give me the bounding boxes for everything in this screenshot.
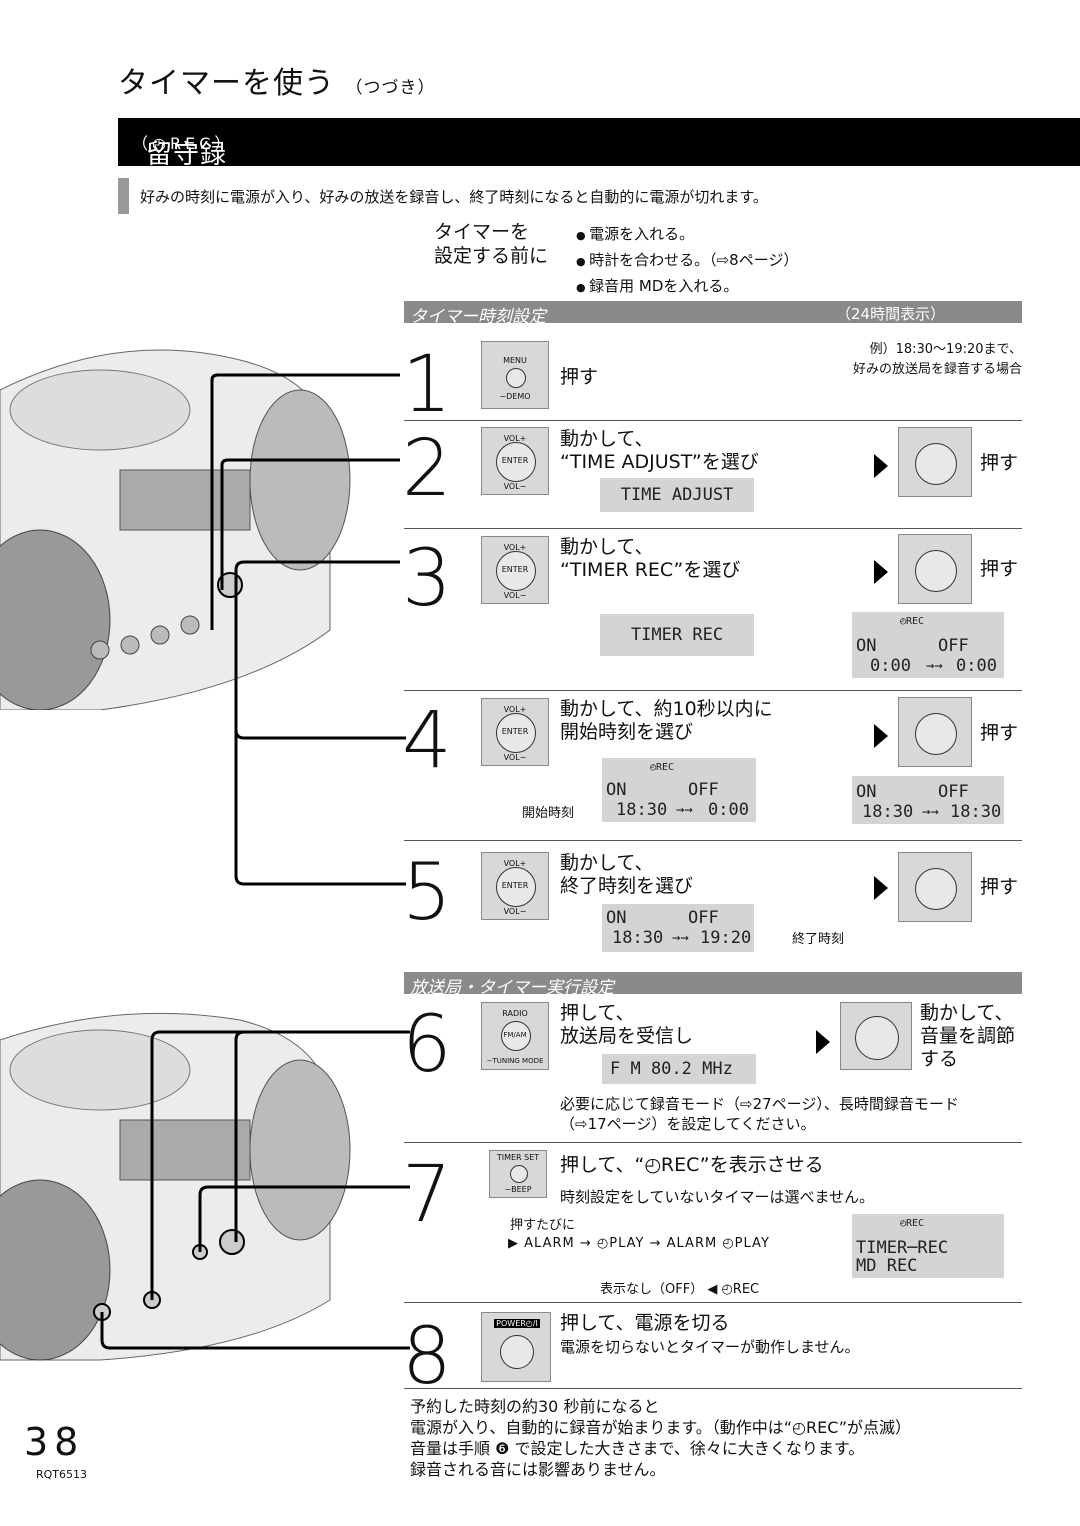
jog-dial-push[interactable]	[898, 697, 972, 767]
subsection-bar-station: 放送局・タイマー実行設定	[404, 972, 1022, 998]
next-arrow	[874, 876, 888, 900]
step-7-text: 押して、“◴REC”を表示させる	[560, 1154, 824, 1176]
lcd-time-adjust: TIME ADJUST	[600, 478, 754, 512]
page-number: 38	[24, 1420, 85, 1464]
end-time-label: 終了時刻	[792, 932, 845, 947]
power-button[interactable]: POWER◴/I	[481, 1312, 551, 1382]
jog-dial-push[interactable]	[898, 427, 972, 497]
divider	[404, 840, 1022, 841]
lcd-timer-onoff: ◴REC ON OFF 0:00 →→ 0:00	[852, 612, 1004, 678]
step-8-note: 電源を切らないとタイマーが動作しません。	[560, 1338, 860, 1356]
push-label: 押す	[980, 876, 1019, 898]
next-arrow	[874, 454, 888, 478]
step-5-number: 5	[402, 848, 452, 938]
step-3-number: 3	[402, 534, 452, 624]
step-2-text: 動かして、“TIME ADJUST”を選び	[560, 428, 759, 473]
step-2-number: 2	[402, 424, 452, 514]
step-1-number: 1	[402, 340, 452, 430]
step-1-text: 押す	[560, 366, 599, 388]
lcd-timer-rec-mode: ◴REC TIMER─REC MD REC	[852, 1214, 1004, 1278]
intro-text: 好みの時刻に電源が入り、好みの放送を録音し、終了時刻になると自動的に電源が切れま…	[140, 188, 768, 206]
lcd-fm: F M 80.2 MHz	[602, 1054, 756, 1084]
push-label: 押す	[980, 452, 1019, 474]
divider	[404, 1142, 1022, 1143]
pre-list: 電源を入れる。時計を合わせる。（⇨8ページ）録音用 MDを入れる。	[576, 222, 798, 300]
cycle-label: 押すたびに	[510, 1218, 576, 1233]
lcd-start-time: ◴REC ON OFF 18:30 →→ 0:00	[602, 758, 756, 822]
radio-button[interactable]: RADIO FM/AM −TUNING MODE	[481, 1002, 549, 1070]
step-6-number: 6	[402, 1000, 452, 1090]
lcd-end-time: ON OFF 18:30 →→ 19:20	[602, 904, 754, 952]
step-8-number: 8	[402, 1312, 452, 1402]
section-title-bar: 留守録タイマー （◴REC）	[118, 118, 1080, 244]
page-title: タイマーを使う （つづき）	[118, 66, 436, 101]
start-time-label: 開始時刻	[522, 806, 575, 821]
divider	[404, 420, 1022, 421]
connector-lines	[234, 700, 406, 886]
doc-code: RQT6513	[36, 1468, 88, 1481]
next-arrow	[816, 1030, 830, 1054]
divider	[404, 690, 1022, 691]
push-label: 押す	[980, 722, 1019, 744]
timer-set-button[interactable]: TIMER SET −BEEP	[489, 1150, 547, 1198]
boombox-illustration-bottom	[0, 1012, 410, 1361]
divider	[404, 1388, 1022, 1389]
example-note: 例）18:30～19:20まで、好みの放送局を録音する場合	[852, 342, 1022, 377]
step-6-note: 必要に応じて録音モード（⇨27ページ）、長時間録音モード（⇨17ページ）を設定し…	[560, 1095, 959, 1133]
volume-dial[interactable]	[840, 1002, 912, 1070]
pre-label: タイマーを設定する前に	[434, 221, 549, 267]
lcd-timer-rec: TIMER REC	[600, 614, 754, 656]
cycle-sequence: ▶ ALARM → ◴PLAY → ALARM ◴PLAY	[508, 1236, 770, 1251]
boombox-illustration-top	[0, 349, 400, 710]
next-arrow	[874, 724, 888, 748]
push-label: 押す	[980, 558, 1019, 580]
jog-dial-push[interactable]	[898, 534, 972, 604]
jog-dial-push[interactable]	[898, 852, 972, 922]
subsection-bar-time: タイマー時刻設定（24時間表示）	[404, 301, 1022, 327]
lcd-end-blink: ON OFF 18:30 →→ 18:30	[852, 776, 1004, 824]
step-7-number: 7	[402, 1150, 452, 1240]
step-4-text: 動かして、約10秒以内に開始時刻を選び	[560, 698, 773, 743]
step-5-text: 動かして、終了時刻を選び	[560, 852, 694, 897]
intro-marker	[118, 178, 129, 214]
step-8-text: 押して、電源を切る	[560, 1312, 730, 1334]
divider	[404, 1302, 1022, 1303]
divider	[404, 528, 1022, 529]
step-7-note: 時刻設定をしていないタイマーは選べません。	[560, 1188, 875, 1206]
menu-button[interactable]: MENU −DEMO	[481, 341, 549, 409]
step-4-number: 4	[402, 696, 452, 786]
step-6-text: 押して、放送局を受信し	[560, 1002, 694, 1047]
step-3-text: 動かして、“TIMER REC”を選び	[560, 536, 741, 581]
cycle-return: 表示なし（OFF） ◀ ◴REC	[600, 1282, 760, 1297]
step-6-right-text: 動かして、音量を調節する	[920, 1002, 1016, 1070]
next-arrow	[874, 560, 888, 584]
footer-note: 予約した時刻の約30 秒前になると電源が入り、自動的に録音が始まります。（動作中…	[410, 1397, 911, 1479]
